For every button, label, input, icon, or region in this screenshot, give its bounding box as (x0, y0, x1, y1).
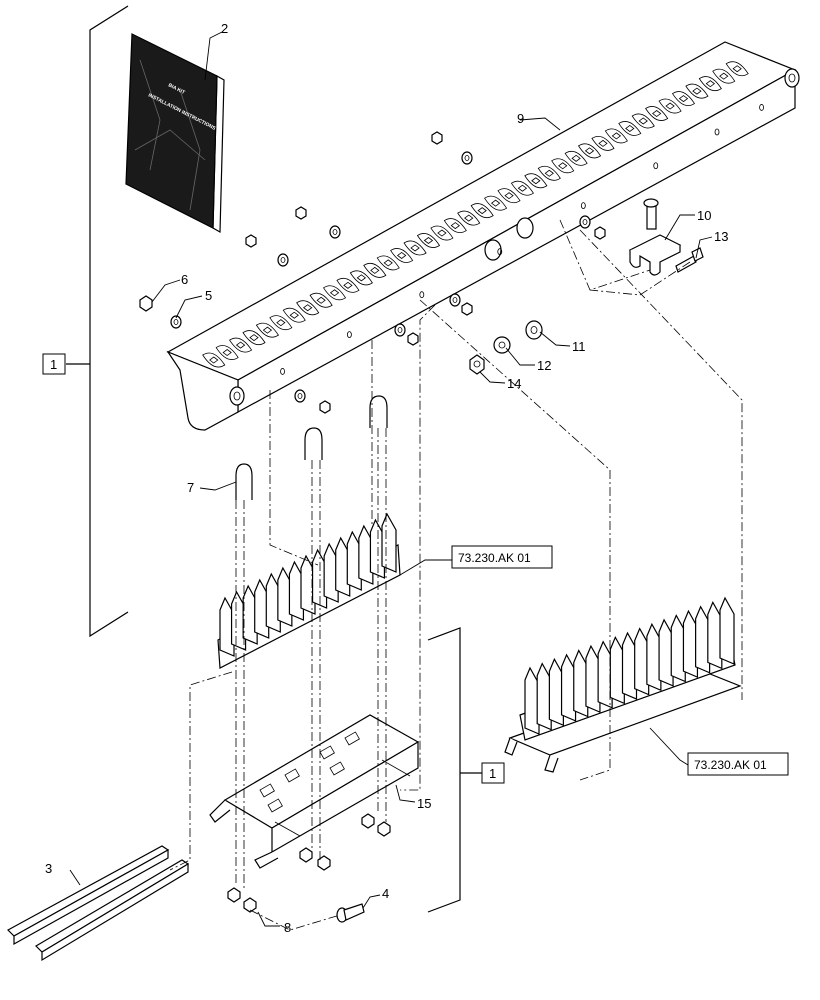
washer (449, 293, 461, 307)
reference-lower: 73.230.AK 01 (694, 758, 767, 772)
guard-assembly-lower (504, 596, 742, 773)
main-bar (166, 41, 800, 431)
assembly-centerlines (169, 219, 743, 931)
nut (407, 332, 419, 346)
nut (245, 234, 257, 248)
washer-item-11 (525, 320, 543, 340)
u-bolt (304, 427, 323, 460)
callout-9: 9 (517, 111, 524, 126)
washer (329, 225, 341, 239)
washer (170, 315, 182, 329)
plate-slots (259, 731, 360, 813)
wear-strip (7, 845, 170, 946)
callout-leaders (69, 31, 713, 927)
bar-holes (280, 104, 764, 375)
reference-box-upper: 73.230.AK 01 (451, 545, 553, 569)
callout-8: 8 (284, 920, 291, 935)
nut (319, 400, 331, 414)
callout-1-upper: 1 (50, 357, 57, 372)
washer (277, 253, 289, 267)
wear-strip (35, 859, 190, 962)
callout-10: 10 (697, 208, 711, 223)
carriage-bolt (336, 903, 365, 923)
callout-14: 14 (507, 376, 521, 391)
reference-upper: 73.230.AK 01 (458, 551, 531, 565)
clamp-bracket (628, 198, 682, 276)
callout-1-box-upper: 1 (42, 353, 66, 375)
guard-teeth-upper (219, 512, 397, 657)
nut-item-14 (469, 354, 485, 375)
clamp-bolt (675, 247, 704, 273)
nut (461, 302, 473, 316)
lower-nuts (227, 813, 391, 913)
reference-box-lower: 73.230.AK 01 (687, 752, 789, 776)
bar-hardware (139, 131, 606, 414)
callout-15: 15 (417, 796, 431, 811)
mounting-plate (209, 714, 420, 869)
washer (394, 323, 406, 337)
callout-6: 6 (181, 272, 188, 287)
guard-assembly-upper (217, 512, 401, 669)
nut (594, 226, 606, 240)
nut (295, 206, 307, 220)
callout-3: 3 (45, 861, 52, 876)
callout-7: 7 (187, 480, 194, 495)
washer (294, 389, 306, 403)
callout-2: 2 (221, 21, 228, 36)
kit-bracket-1-lower (427, 627, 482, 913)
guard-teeth-lower (524, 596, 735, 735)
washer (579, 215, 591, 229)
kit-bracket-1-upper (66, 5, 129, 638)
washer (461, 151, 473, 165)
callout-13: 13 (714, 229, 728, 244)
lock-washer-item-12 (493, 336, 511, 354)
nut (431, 131, 443, 145)
installation-manual: BIA KIT INSTALLATION INSTRUCTIONS (125, 33, 225, 234)
callout-12: 12 (537, 358, 551, 373)
callout-11: 11 (572, 339, 586, 354)
u-bolt (235, 463, 253, 500)
callout-1-lower: 1 (489, 766, 496, 781)
nut (139, 295, 153, 312)
u-bolt (369, 395, 388, 428)
bar-slots (202, 61, 749, 368)
callout-5: 5 (205, 288, 212, 303)
callout-1-box-lower: 1 (481, 762, 505, 784)
callout-4: 4 (382, 886, 389, 901)
